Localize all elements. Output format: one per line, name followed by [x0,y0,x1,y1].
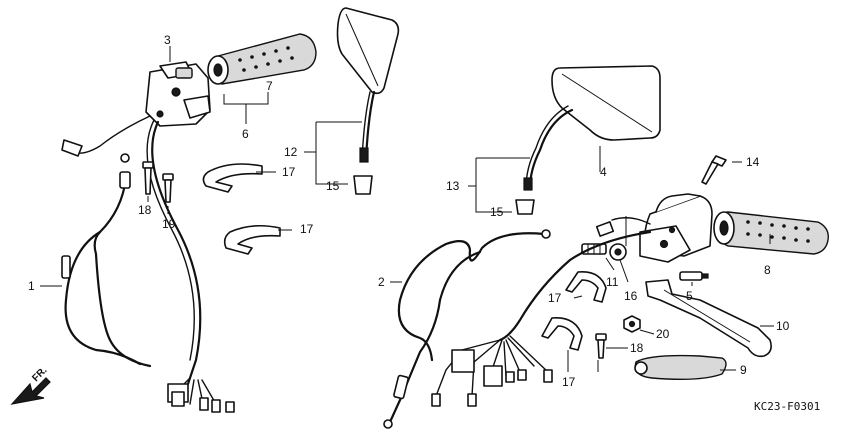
throttle-cable [383,229,551,429]
callout-11: 11 [606,275,619,289]
brake-lever [645,279,772,358]
left-switch-housing [145,61,211,127]
callout-9: 9 [740,363,747,377]
callout-3: 3 [164,33,171,47]
right-screw-18 [595,333,607,359]
nut-20 [623,315,641,333]
callout-17-left-upper: 17 [282,165,296,179]
diagram-code: KC23-F0301 [754,400,820,413]
right-grip [713,211,829,255]
callout-15-left: 15 [326,179,340,193]
left-clamp-lower [223,224,281,255]
left-screw-18 [142,161,154,195]
callout-12: 12 [284,145,298,159]
left-switch-harness [61,115,235,413]
callout-10: 10 [776,319,790,333]
right-clamp-upper [565,271,607,303]
clutch-cable [61,153,152,368]
callout-8: 8 [764,263,771,277]
right-switch-harness [431,230,652,407]
brake-switch-5 [679,271,709,281]
callout-2: 2 [378,275,385,289]
left-clamp-upper [202,163,263,193]
callout-15-right: 15 [490,205,504,219]
washer-16 [609,243,627,261]
callout-17-right-upper: 17 [548,291,562,305]
screw-19 [162,173,174,203]
right-switch-housing [595,193,713,263]
left-mirror [336,7,400,195]
right-mirror [515,65,661,215]
callout-14: 14 [746,155,760,169]
callout-5: 5 [686,289,693,303]
callout-13: 13 [446,179,460,193]
callout-18-left: 18 [138,203,152,217]
callout-18-right: 18 [630,341,644,355]
callout-6: 6 [242,127,249,141]
callout-4: 4 [600,165,607,179]
screw-14 [701,155,727,185]
callout-17-right-lower: 17 [562,375,576,389]
callout-16: 16 [624,289,638,303]
left-grip [207,33,317,85]
leader-lines [40,46,774,372]
right-clamp-lower [541,317,583,351]
callout-labels: 3 7 6 12 15 17 18 19 17 1 4 14 13 15 8 2… [28,33,790,389]
screw-11 [581,243,607,255]
front-direction-arrow-icon: FR. [10,365,51,405]
callout-17-left-lower: 17 [300,222,314,236]
callout-7: 7 [266,79,273,93]
callout-1: 1 [28,279,35,293]
lever-cover [634,354,727,381]
callout-20: 20 [656,327,670,341]
callout-19: 19 [162,217,176,231]
